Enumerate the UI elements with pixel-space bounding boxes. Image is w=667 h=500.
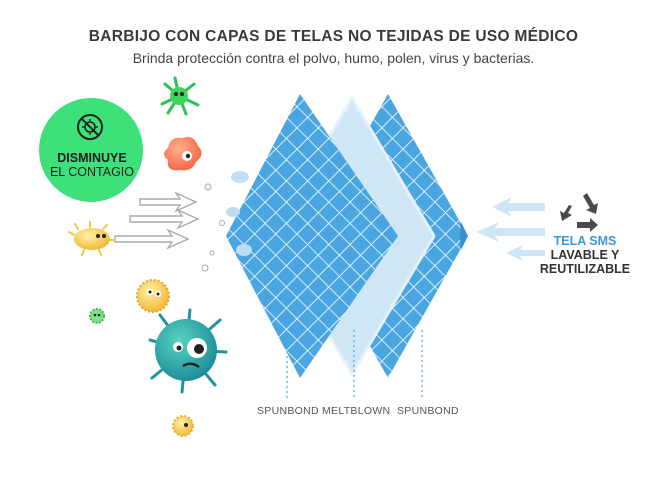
page-title: BARBIJO CON CAPAS DE TELAS NO TEJIDAS DE… bbox=[88, 28, 579, 45]
disminuye-badge bbox=[39, 98, 143, 202]
page-subtitle: Brinda protección contra el polvo, humo,… bbox=[132, 50, 535, 66]
layer-leader-lines bbox=[286, 330, 423, 400]
layer-label-spunbond-back: SPUNBOND bbox=[397, 405, 459, 417]
layer-label-meltblown: MELTBLOWN bbox=[322, 405, 391, 417]
lavable-label: LAVABLE Y bbox=[550, 248, 620, 262]
dust-particles bbox=[201, 171, 252, 272]
badge-line-2: EL CONTAGIO bbox=[49, 165, 135, 179]
small-green-virus bbox=[89, 308, 105, 324]
orange-bacteria bbox=[164, 137, 202, 171]
left-wind-arrows bbox=[114, 191, 200, 250]
green-virus bbox=[160, 76, 200, 116]
badge-line-1: DISMINUYE bbox=[57, 151, 127, 165]
virus-crossed-icon bbox=[77, 114, 103, 140]
yellow-bacteria bbox=[68, 221, 116, 256]
layer-label-spunbond-front: SPUNBOND bbox=[257, 405, 319, 417]
tela-sms-label: TELA SMS bbox=[553, 234, 617, 248]
reutilizable-label: REUTILIZABLE bbox=[539, 262, 631, 276]
yellow-spiky-virus bbox=[136, 279, 170, 313]
small-yellow-virus bbox=[172, 415, 194, 437]
teal-virus bbox=[148, 308, 228, 394]
right-wind-arrows bbox=[477, 197, 545, 261]
fabric-layer-spunbond-front bbox=[226, 94, 398, 378]
recycle-icon bbox=[560, 193, 598, 232]
